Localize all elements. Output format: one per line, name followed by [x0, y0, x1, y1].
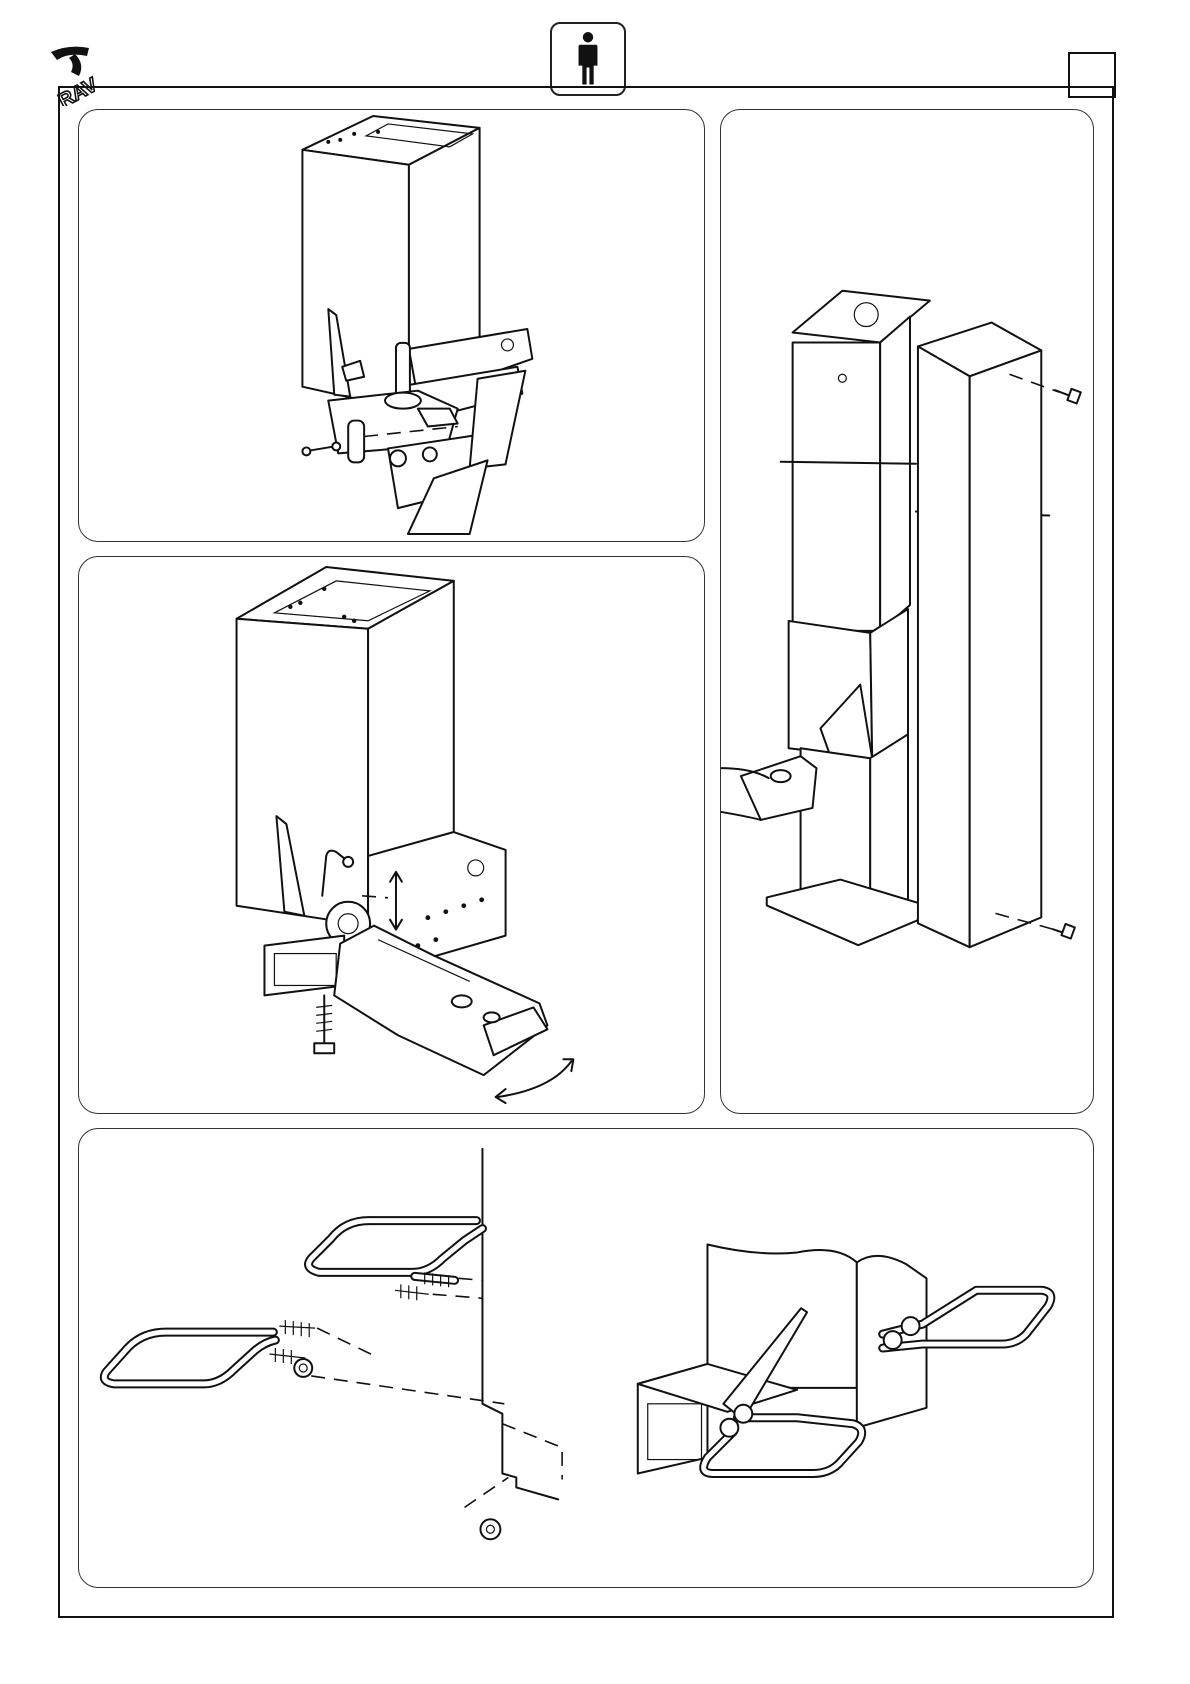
panel-arm-locking [78, 556, 705, 1114]
panel-anchor-bolts [78, 1128, 1094, 1588]
column-cover-illustration [721, 110, 1093, 1113]
anchor-bolts-illustration [79, 1129, 1093, 1587]
panel-pin-insertion [78, 109, 705, 542]
panel-column-cover [720, 109, 1094, 1114]
pin-insertion-illustration [79, 110, 704, 541]
arm-locking-illustration [79, 557, 704, 1113]
person-standing-icon [550, 22, 626, 96]
